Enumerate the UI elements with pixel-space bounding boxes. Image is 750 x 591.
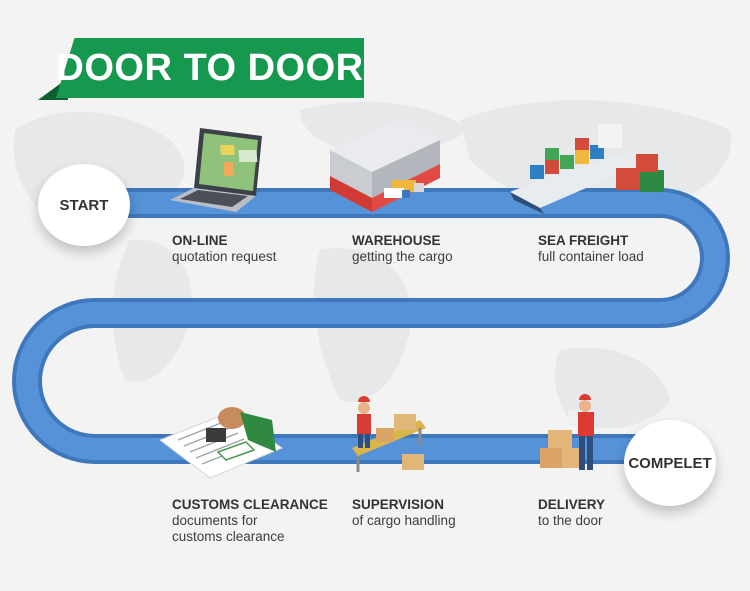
step-title: CUSTOMS CLEARANCE (172, 497, 328, 512)
step-title: ON-LINE (172, 233, 228, 248)
end-node: COMPELET (624, 420, 716, 506)
step-customs-clearance: CUSTOMS CLEARANCE documents for customs … (172, 497, 328, 545)
step-sea-freight: SEA FREIGHT full container load (538, 233, 644, 265)
step-warehouse: WAREHOUSE getting the cargo (352, 233, 453, 265)
step-description: documents for customs clearance (172, 513, 285, 544)
delivery-worker-icon (540, 394, 594, 470)
warehouse-icon (330, 120, 440, 212)
title-banner (56, 38, 364, 98)
step-title: SEA FREIGHT (538, 233, 629, 248)
step-description: full container load (538, 249, 644, 264)
conveyor-worker-icon (352, 396, 426, 472)
cargo-ship-icon (510, 124, 664, 214)
step-title: DELIVERY (538, 497, 606, 512)
step-description: quotation request (172, 249, 277, 264)
start-node: START (38, 164, 130, 246)
laptop-icon (170, 128, 262, 212)
step-description: to the door (538, 513, 603, 528)
route-path-highlight (16, 192, 726, 460)
step-description: of cargo handling (352, 513, 456, 528)
stamp-icon (158, 407, 284, 479)
step-supervision: SUPERVISION of cargo handling (352, 497, 456, 529)
step-title: WAREHOUSE (352, 233, 441, 248)
step-online: ON-LINE quotation request (172, 233, 276, 265)
page-title: DOOR TO DOOR (56, 46, 364, 89)
step-delivery: DELIVERY to the door (538, 497, 605, 529)
step-description: getting the cargo (352, 249, 453, 264)
step-title: SUPERVISION (352, 497, 445, 512)
